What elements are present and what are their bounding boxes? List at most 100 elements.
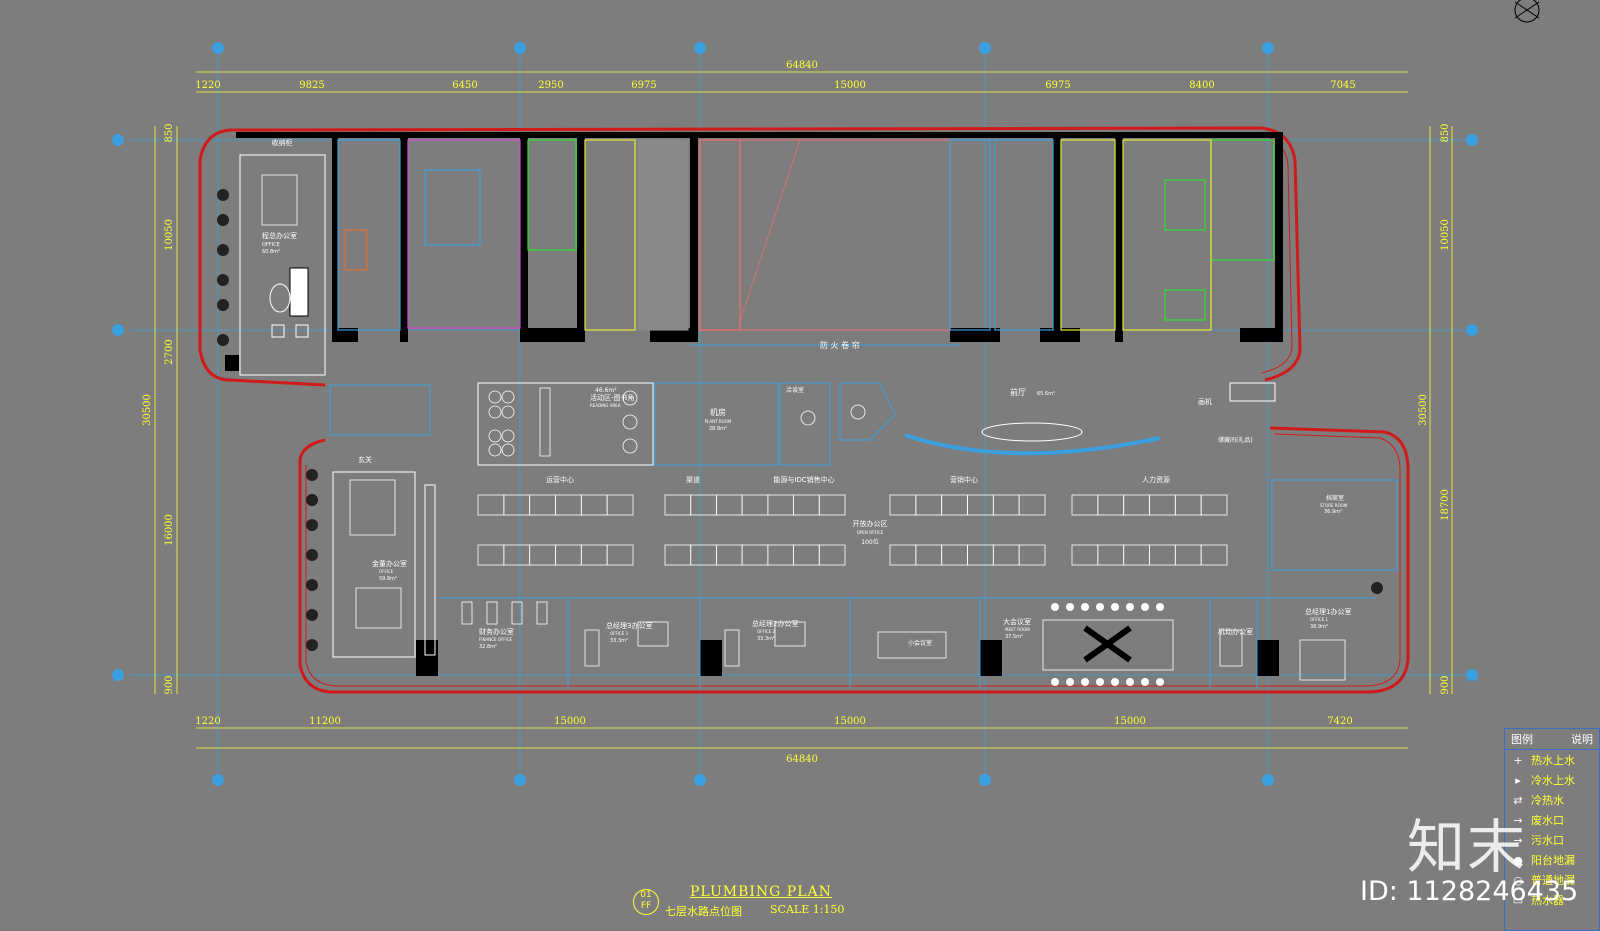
fire-shutter-label: 防 火 卷 帘 [820,340,860,350]
hr-label: 人力资源 [1142,475,1170,484]
legend-item: ▭热水器 [1505,890,1599,910]
machine-room-label: 机房 [710,407,726,417]
energy-idc-label: 能源与IDC销售中心 [773,475,834,484]
legend-item: ⇄冷热水 [1505,790,1599,810]
hall-label: 玄关 [358,455,372,464]
dim-bottom-segment: 15000 [834,716,866,727]
storage-label: 收纳柜 [272,138,293,147]
dim-left-segment: 900 [164,675,175,694]
legend-item: →废水口 [1505,810,1599,830]
desk [1097,494,1125,516]
axis-bubbles [112,42,1478,786]
desk [818,544,846,566]
top-zone-rooms [337,139,1275,331]
desk [992,494,1020,516]
archive-label: 档案室 [1326,494,1344,502]
dim-top-segment: 8400 [1189,80,1214,91]
small-meeting-label: 小会议室 [908,639,932,647]
desk [1123,544,1150,566]
desk [664,494,692,516]
desk [477,494,505,516]
desk [1071,494,1099,516]
exec-office: 收纳柜 程总办公室 OFFICE 60.8m² [239,138,326,376]
dim-left-total: 30500 [142,394,153,426]
dim-bottom-total: 64840 [786,754,818,765]
dim-top-segment: 2950 [538,80,563,91]
hot-supply-icon: + [1513,753,1523,767]
desk [1174,544,1202,566]
dim-bottom-segment: 15000 [1114,716,1146,727]
desk [606,544,634,566]
dimension-lines [154,71,1453,749]
floor-drain-icon: ○ [1513,873,1523,887]
open-office-count: 100位 [861,538,878,546]
open-office-en: OPEN OFFICE [857,530,884,535]
exec-office-label: 程总办公室 [262,231,297,240]
gm3-office-area: 33.3m² [610,638,628,644]
waste-outlet-icon: → [1513,813,1523,827]
plants [217,189,1383,651]
dim-left-segment: 10050 [164,219,175,251]
chairman-office-en: OFFICE [379,569,394,574]
large-meeting-area: 37.5m² [1005,634,1023,640]
finance-office-en: FINANCE OFFICE [479,637,513,642]
desk [1018,494,1046,516]
sewage-outlet-icon: → [1513,833,1523,847]
chairman-office-label: 金董办公室 [372,559,407,568]
desk [716,494,743,516]
building-outline [198,126,1410,694]
drawing-scale: SCALE 1:150 [770,903,845,916]
gm1-office-label: 总经理1办公室 [1305,607,1351,616]
exec-office-en: OFFICE [262,242,280,248]
desk [529,544,556,566]
activity-area: 46.6m² [595,387,617,394]
open-office-label: 开放办公区 [853,519,888,528]
dim-right-segment: 850 [1440,123,1451,142]
dim-top-segment: 6975 [1045,80,1070,91]
desk [606,494,634,516]
reception-area: 65.6m² [1037,391,1055,397]
dim-left-segment: 2700 [164,339,175,364]
walls [225,132,1283,676]
legend-head-right: 说明 [1571,733,1593,746]
water-heater-icon: ▭ [1512,893,1524,907]
desk [1149,494,1176,516]
balcony-drain-icon: ● [1513,853,1523,867]
dim-bottom-segment: 11200 [309,716,341,727]
desk [1149,544,1176,566]
machine-room-area: 28.9m² [709,426,727,432]
dim-bottom-segment: 7420 [1327,716,1352,727]
dim-bottom-segment: 1220 [195,716,220,727]
desk [967,494,994,516]
desk [967,544,994,566]
desk [1097,544,1125,566]
gm3-office-en: OFFICE 3 [610,631,629,636]
dim-left-segment: 16000 [164,514,175,546]
desk [503,544,531,566]
desk [1200,494,1228,516]
desk [915,494,943,516]
gm2-office-en: OFFICE 2 [757,629,776,634]
dim-right-segment: 10050 [1440,219,1451,251]
cold-supply-icon: ▸ [1515,773,1521,787]
dim-right-total: 30500 [1418,394,1429,426]
dim-top-total: 64840 [786,60,818,71]
gm3-office-label: 总经理3办公室 [606,621,652,630]
legend-item: ▸冷水上水 [1505,770,1599,790]
desk [1018,544,1046,566]
desk [555,544,582,566]
archive-area: 36.9m² [1324,509,1342,515]
desk [741,544,769,566]
hot-cold-icon: ⇄ [1513,793,1523,807]
drawing-room-label: 画机 [1198,397,1212,406]
desk [818,494,846,516]
desk [1174,494,1202,516]
drawing-subtitle: 七层水路点位图 [665,905,742,918]
legend-item: →污水口 [1505,830,1599,850]
large-meeting-label: 大会议室 [1003,617,1031,626]
desk [1071,544,1099,566]
dim-bottom-segment: 15000 [554,716,586,727]
finance-office-area: 32.8m² [479,644,497,650]
legend-item: ●阳台地漏 [1505,850,1599,870]
